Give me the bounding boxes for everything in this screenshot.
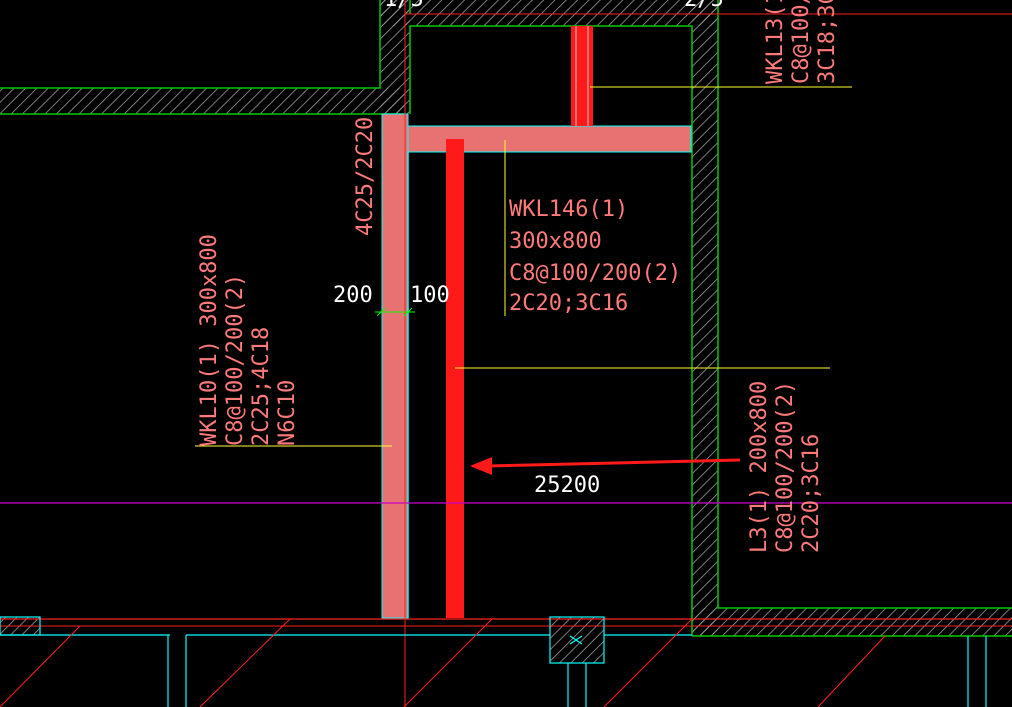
arrow-value-label: 25200 xyxy=(534,473,600,498)
l3-line-2: C8@100/200(2) xyxy=(773,381,798,553)
dimension-tick xyxy=(403,307,413,317)
wkl10-line-1: WKL10(1) 300x800 xyxy=(197,234,222,446)
diagonal-line xyxy=(403,618,493,707)
diagonal-line xyxy=(817,635,886,707)
wkl13-line-2: C8@100/2 xyxy=(789,0,814,84)
wkl10-line-3: 2C25;4C18 xyxy=(249,327,274,446)
beam-l3-red[interactable] xyxy=(446,139,464,618)
leader-lines xyxy=(195,86,852,447)
label-wkl13: WKL13(1) C8@100/2 3C18;3C1 xyxy=(763,0,840,84)
arrow-shaft xyxy=(487,458,741,468)
dimension-tick xyxy=(376,307,386,317)
beam-top-red[interactable] xyxy=(571,26,593,126)
wkl146-line-2: 300x800 xyxy=(509,229,602,254)
wkl146-line-3: C8@100/200(2) xyxy=(509,261,681,286)
label-wkl146: WKL146(1) 300x800 C8@100/200(2) 2C20;3C1… xyxy=(509,197,681,316)
wkl146-line-1: WKL146(1) xyxy=(509,197,628,222)
diagonal-line xyxy=(603,618,693,707)
wkl10-line-2: C8@100/200(2) xyxy=(223,274,248,446)
beam-vertical-wkl10[interactable] xyxy=(381,113,409,619)
wkl10-line-4: N6C10 xyxy=(275,380,300,446)
wall-top xyxy=(380,0,718,26)
axis-label-top-left: 1/5 xyxy=(384,0,424,12)
wkl13-line-1: WKL13(1) xyxy=(763,0,788,84)
label-l3: L3(1) 200x800 C8@100/200(2) 2C20;3C16 xyxy=(747,381,824,553)
l3-line-3: 2C20;3C16 xyxy=(799,434,824,553)
diagonal-line xyxy=(0,625,81,707)
label-wkl10: WKL10(1) 300x800 C8@100/200(2) 2C25;4C18… xyxy=(197,234,300,446)
callout-arrow xyxy=(470,457,741,475)
l3-line-1: L3(1) 200x800 xyxy=(747,381,772,553)
wall-outline-right-inner xyxy=(717,0,1012,609)
dimension-100: 100 xyxy=(410,283,450,308)
axis-label-top-right: 2/5 xyxy=(684,0,724,12)
dimension-200: 200 xyxy=(333,283,373,308)
wall-outlines xyxy=(0,0,1012,637)
bottom-diagonals xyxy=(0,618,886,707)
wall-bottom-right xyxy=(692,608,1012,636)
bottom-structure xyxy=(0,616,987,707)
wall-right xyxy=(692,0,718,636)
label-left-beam-rebar: 4C25/2C20 xyxy=(353,117,378,236)
wkl146-line-4: 2C20;3C16 xyxy=(509,291,628,316)
left-beam-rebar-text: 4C25/2C20 xyxy=(353,117,378,236)
wkl13-line-3: 3C18;3C1 xyxy=(815,0,840,84)
diagonal-line xyxy=(199,618,291,707)
wall-outline-inner-room xyxy=(409,25,693,636)
column-outline xyxy=(549,616,605,664)
wall-bottom-left-outline xyxy=(0,616,41,636)
cyan-mark xyxy=(569,635,583,645)
wall-outline-top-left-upper xyxy=(0,0,381,89)
arrow-head xyxy=(470,457,492,475)
wall-top-left xyxy=(0,88,405,114)
